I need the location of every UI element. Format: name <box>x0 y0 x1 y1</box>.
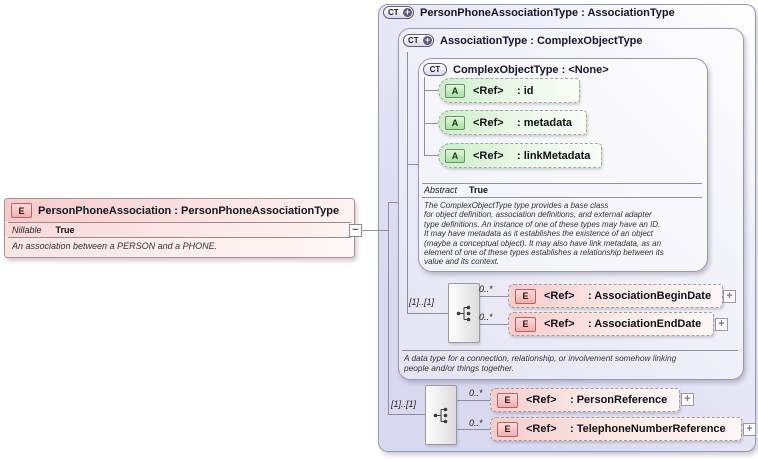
attribute-icon: A <box>445 83 465 98</box>
element-header: E PersonPhoneAssociation : PersonPhoneAs… <box>5 199 354 222</box>
occurs-label: 0..* <box>479 312 493 322</box>
connector-line <box>407 313 448 314</box>
sequence-compositor-icon[interactable] <box>425 385 457 445</box>
occurs-label: 0..* <box>469 388 483 398</box>
complextype-icon-label: CT <box>429 65 441 74</box>
occurs-label: 0..* <box>479 284 493 294</box>
type-header-complexobjecttype[interactable]: CT ComplexObjectType : <None> <box>423 63 609 76</box>
element-icon: E <box>515 288 536 304</box>
expand-toggle[interactable]: + <box>743 423 756 436</box>
connector-line <box>388 202 398 203</box>
sequence-glyph <box>433 407 448 423</box>
connector-trunk <box>407 52 408 313</box>
type-title: PersonPhoneAssociationType : Association… <box>420 6 675 19</box>
attribute-icon: A <box>445 115 465 130</box>
type-header-associationtype[interactable]: CT + AssociationType : ComplexObjectType <box>403 34 643 47</box>
attribute-ref-metadata[interactable]: A <Ref> : metadata <box>438 110 587 135</box>
attribute-name: : id <box>517 84 534 97</box>
collapse-toggle[interactable]: − <box>349 224 362 237</box>
ref-label: <Ref> <box>473 116 504 129</box>
element-ref-personreference[interactable]: E <Ref> : PersonReference <box>490 388 680 412</box>
connector-line <box>480 296 508 297</box>
abstract-value: True <box>469 185 489 195</box>
divider <box>402 350 738 351</box>
divider <box>8 237 351 238</box>
element-ref-associationbegindate[interactable]: E <Ref> : AssociationBeginDate <box>508 284 723 308</box>
element-ref-associationenddate[interactable]: E <Ref> : AssociationEndDate <box>508 312 714 336</box>
complextype-icon: CT <box>423 63 447 76</box>
element-name: : AssociationBeginDate <box>588 290 712 302</box>
connector-line <box>424 90 438 91</box>
element-box-personphoneassociation[interactable]: E PersonPhoneAssociation : PersonPhoneAs… <box>4 198 355 258</box>
element-name: : AssociationEndDate <box>588 318 702 330</box>
connector-line <box>457 400 490 401</box>
connector-line <box>424 155 438 156</box>
connector-line <box>388 414 425 415</box>
complextype-icon-label: CT <box>408 36 419 45</box>
complextype-extension-icon: CT + <box>403 34 434 47</box>
element-icon: E <box>497 392 518 408</box>
sequence-glyph <box>456 305 471 321</box>
occurs-label: 0..* <box>469 418 483 428</box>
ref-label: <Ref> <box>473 84 504 97</box>
type-title: AssociationType : ComplexObjectType <box>440 34 643 47</box>
ref-label: <Ref> <box>526 394 557 406</box>
complextype-extension-icon: CT + <box>383 6 414 19</box>
attribute-name: : linkMetadata <box>517 149 591 162</box>
sequence-compositor-icon[interactable] <box>448 283 480 343</box>
element-name: : TelephoneNumberReference <box>570 423 726 435</box>
ref-label: <Ref> <box>526 423 557 435</box>
attribute-ref-id[interactable]: A <Ref> : id <box>438 78 580 103</box>
attribute-ref-linkmetadata[interactable]: A <Ref> : linkMetadata <box>438 143 602 168</box>
element-icon: E <box>515 316 536 332</box>
nillable-label: Nillable <box>12 225 42 235</box>
attribute-name: : metadata <box>517 116 573 129</box>
connector-trunk <box>424 77 425 155</box>
divider <box>422 183 702 184</box>
divider <box>8 222 351 223</box>
type-description: A data type for a connection, relationsh… <box>404 353 677 373</box>
element-icon: E <box>497 421 518 437</box>
connector-trunk <box>388 202 389 415</box>
type-header-personphoneassociationtype[interactable]: CT + PersonPhoneAssociationType : Associ… <box>383 6 675 19</box>
attribute-icon: A <box>445 148 465 163</box>
ref-label: <Ref> <box>544 290 575 302</box>
element-description: An association between a PERSON and a PH… <box>5 238 354 257</box>
connector-line <box>424 123 438 124</box>
element-name: : PersonReference <box>570 394 668 406</box>
connector-line <box>480 324 508 325</box>
cardinality-label: [1]..[1] <box>409 297 435 307</box>
plus-badge-icon: + <box>403 7 412 17</box>
abstract-property-row: Abstract True <box>424 185 488 195</box>
connector-line <box>407 164 418 165</box>
plus-badge-icon: + <box>423 35 432 45</box>
nillable-property-row: Nillable True <box>5 223 354 237</box>
expand-toggle[interactable]: + <box>715 318 728 331</box>
cardinality-label: [1]..[1] <box>391 399 417 409</box>
element-ref-telephonenumberreference[interactable]: E <Ref> : TelephoneNumberReference <box>490 417 742 441</box>
connector-line <box>362 230 388 231</box>
type-title: ComplexObjectType : <None> <box>453 63 609 76</box>
complextype-icon-label: CT <box>388 8 399 17</box>
ref-label: <Ref> <box>544 318 575 330</box>
expand-toggle[interactable]: + <box>681 393 694 406</box>
element-title: PersonPhoneAssociation : PersonPhoneAsso… <box>38 204 340 217</box>
divider <box>422 197 702 198</box>
nillable-value: True <box>55 225 75 235</box>
abstract-label: Abstract <box>424 185 458 195</box>
expand-toggle[interactable]: + <box>723 290 736 303</box>
element-icon: E <box>11 203 32 218</box>
connector-line <box>457 429 490 430</box>
ref-label: <Ref> <box>473 149 504 162</box>
type-description: The ComplexObjectType type provides a ba… <box>424 201 664 267</box>
